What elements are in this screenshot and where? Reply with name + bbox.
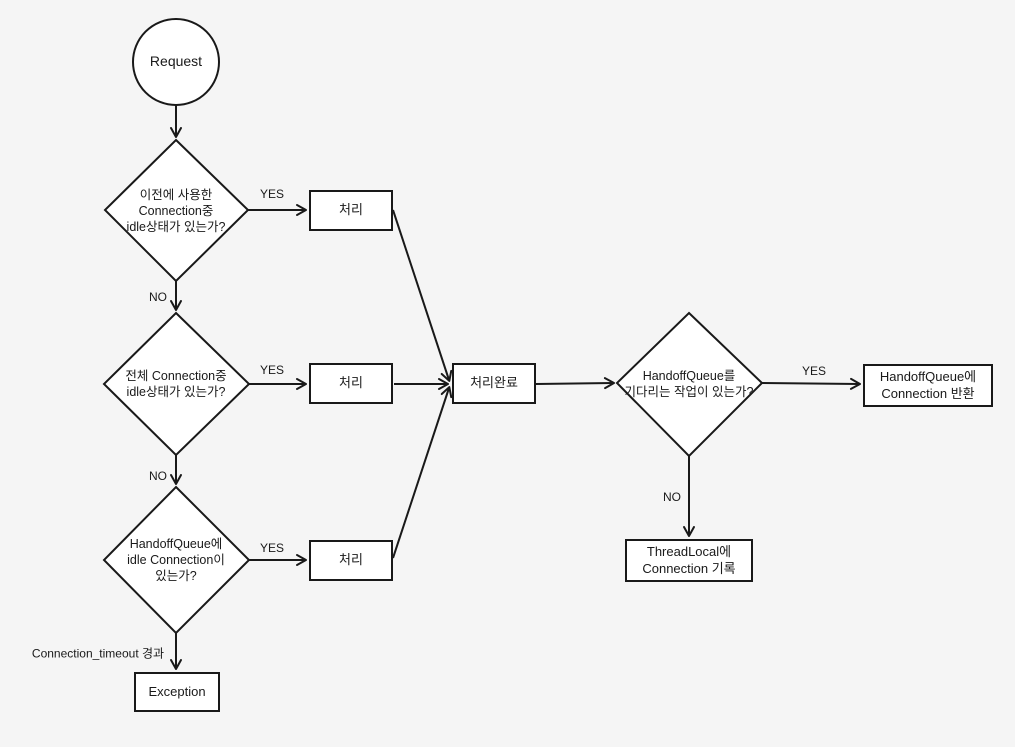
- edge-label-yes-1: YES: [259, 187, 285, 201]
- exception-box: Exception: [134, 672, 220, 712]
- edge-process3-to-complete: [392, 386, 453, 559]
- process-complete-box: 처리완료: [452, 363, 536, 404]
- process-box-2: 처리: [309, 363, 393, 404]
- handoff-return-label: HandoffQueue에 Connection 반환: [879, 368, 977, 401]
- process-box-3: 처리: [309, 540, 393, 581]
- process-box-3-label: 처리: [339, 552, 363, 568]
- decision-handoff-idle-label: HandoffQueue에 idle Connection이 있는가?: [127, 537, 225, 583]
- process-box-1: 처리: [309, 190, 393, 231]
- edge-label-yes-3: YES: [259, 541, 285, 555]
- edge-complete-to-decision4: [535, 377, 615, 390]
- exception-label: Exception: [148, 683, 206, 699]
- edge-decision4-yes-to-handoff-return: [761, 377, 861, 390]
- process-box-1-label: 처리: [339, 202, 363, 218]
- edge-label-no-3: NO: [663, 490, 681, 504]
- decision-prev-connection-label: 이전에 사용한 Connection중 idle상태가 있는가?: [126, 188, 226, 234]
- decision-all-connection-label: 전체 Connection중 idle상태가 있는가?: [125, 369, 227, 399]
- handoff-return-box: HandoffQueue에 Connection 반환: [863, 364, 993, 407]
- decision-handoff-waiting-label: HandoffQueue를 기다리는 작업이 있는가?: [624, 369, 754, 399]
- edge-label-connection-timeout: Connection_timeout 경과: [31, 646, 165, 661]
- edge-label-no-1: NO: [149, 290, 167, 304]
- edge-process1-to-complete: [392, 209, 453, 382]
- process-box-2-label: 처리: [339, 375, 363, 391]
- edge-label-yes-2: YES: [259, 363, 285, 377]
- threadlocal-record-label: ThreadLocal에 Connection 기록: [642, 543, 736, 576]
- start-node-label: Request: [149, 53, 203, 70]
- edge-label-yes-4: YES: [801, 364, 827, 378]
- edge-label-no-2: NO: [149, 469, 167, 483]
- process-complete-label: 처리완료: [470, 375, 518, 391]
- threadlocal-record-box: ThreadLocal에 Connection 기록: [625, 539, 753, 582]
